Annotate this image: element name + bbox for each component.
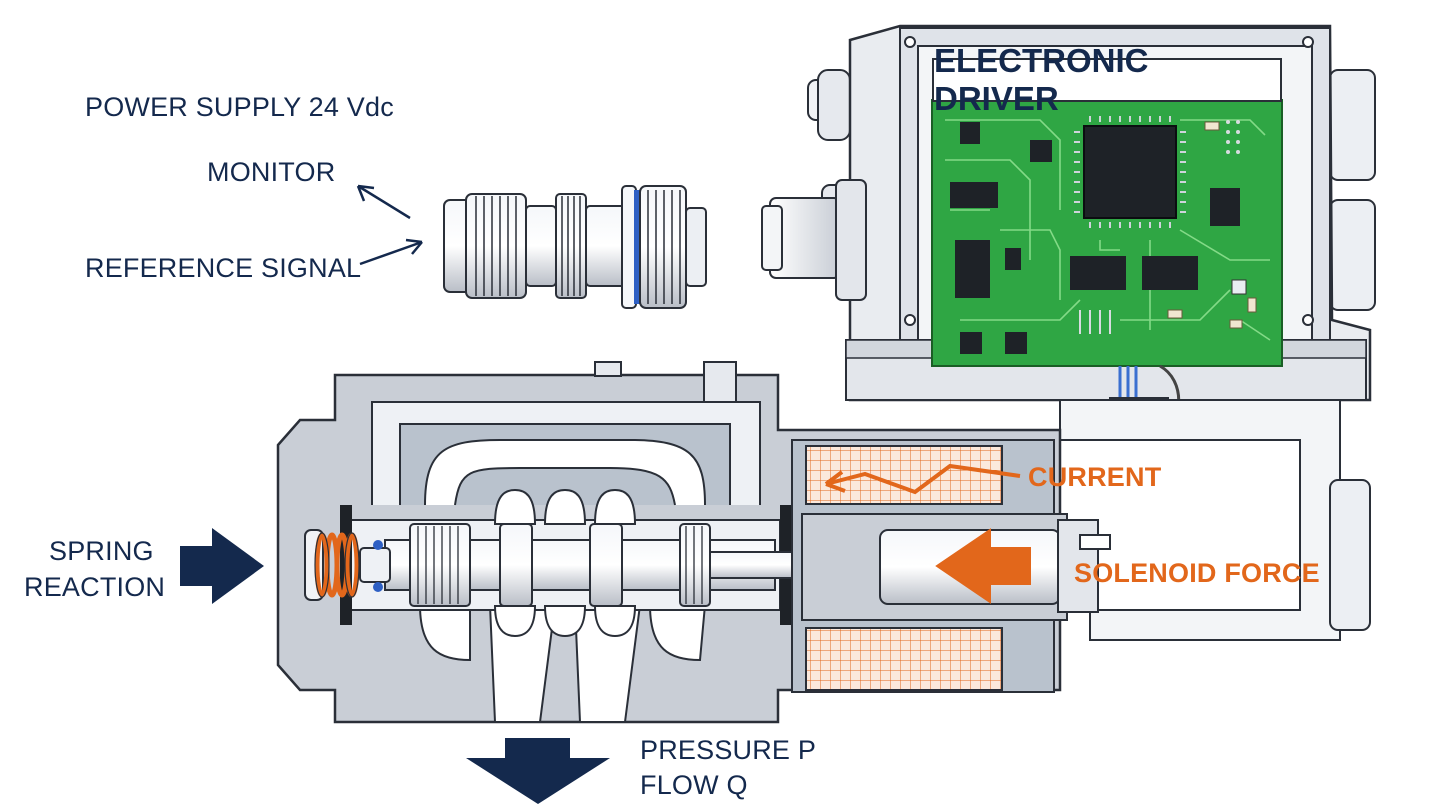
flow-label: FLOW Q — [640, 770, 748, 800]
arrow-down-icon — [466, 738, 610, 804]
power-supply-label: POWER SUPPLY 24 Vdc — [85, 92, 394, 122]
spring-reaction-label-line2: REACTION — [24, 572, 166, 602]
zigzag-arrow-icon — [825, 463, 1021, 495]
spool — [384, 488, 891, 638]
pcb-board — [931, 99, 1283, 367]
driver-side-connector — [761, 179, 867, 301]
solenoid — [791, 439, 1111, 693]
spring-reaction-label-line1: SPRING — [49, 536, 154, 566]
arrow-left-icon — [935, 528, 1031, 604]
zigzag-arrow-head-icon — [824, 470, 846, 493]
current-label: CURRENT — [1028, 462, 1162, 492]
plug-connector — [443, 185, 707, 309]
solenoid-force-label: SOLENOID FORCE — [1074, 558, 1320, 588]
arrow-right-icon — [180, 528, 264, 604]
pressure-label: PRESSURE P — [640, 735, 817, 765]
monitor-label: MONITOR — [207, 157, 336, 187]
reference-signal-label: REFERENCE SIGNAL — [85, 253, 362, 283]
spring — [304, 529, 391, 601]
electronic-driver-title: ELECTRONIC DRIVER — [932, 42, 1282, 117]
signal-arrows — [356, 184, 423, 266]
support-frame — [1059, 399, 1371, 641]
